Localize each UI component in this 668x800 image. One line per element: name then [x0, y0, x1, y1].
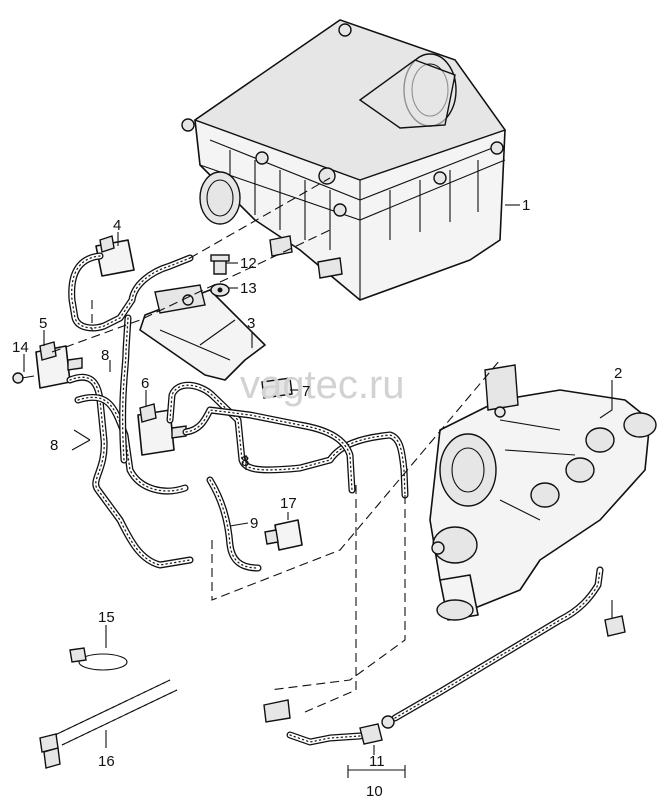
- callout-4[interactable]: 4: [113, 217, 121, 234]
- valve-4[interactable]: [95, 235, 135, 277]
- bracket[interactable]: [139, 284, 266, 381]
- callout-15[interactable]: 15: [98, 609, 115, 626]
- callout-2[interactable]: 2: [614, 365, 622, 382]
- callout-13[interactable]: 13: [240, 280, 257, 297]
- callout-8-upper[interactable]: 8: [101, 347, 109, 364]
- callout-10[interactable]: 10: [366, 783, 383, 800]
- callout-labels: 1 2 3 4 5 6 7 8 8 8 9 10 11 12 13 14 15 …: [12, 197, 622, 800]
- connector-7[interactable]: [261, 377, 293, 399]
- callout-7[interactable]: 7: [302, 383, 310, 400]
- callout-1[interactable]: 1: [522, 197, 530, 214]
- callout-11[interactable]: 11: [369, 753, 385, 770]
- callout-3[interactable]: 3: [247, 315, 255, 332]
- callout-16[interactable]: 16: [98, 753, 115, 770]
- cable-tie-15[interactable]: [69, 647, 128, 671]
- washer-13[interactable]: [210, 283, 230, 297]
- hose-end-right[interactable]: [604, 600, 626, 637]
- callout-14[interactable]: 14: [12, 339, 29, 356]
- hose-fitting-11[interactable]: [359, 715, 395, 745]
- valve-6[interactable]: [137, 403, 187, 456]
- callout-8-left[interactable]: 8: [50, 437, 58, 454]
- callout-8-right[interactable]: 8: [241, 453, 249, 470]
- hose-end-left[interactable]: [263, 699, 291, 723]
- vacuum-hoses[interactable]: [66, 252, 604, 746]
- air-filter-housing[interactable]: [181, 19, 507, 301]
- watermark-text: vagtec.ru: [240, 363, 405, 407]
- screw-14[interactable]: [12, 372, 35, 384]
- turbocharger-manifold[interactable]: [429, 364, 657, 621]
- leader-lines: [23, 204, 613, 778]
- callout-5[interactable]: 5: [39, 315, 47, 332]
- callout-17[interactable]: 17: [280, 495, 297, 512]
- callout-9[interactable]: 9: [250, 515, 258, 532]
- routing-lines: [51, 177, 501, 713]
- sensor-17[interactable]: [264, 519, 303, 551]
- cable-tie-16[interactable]: [39, 679, 178, 769]
- bolt-12[interactable]: [210, 254, 230, 275]
- callout-12[interactable]: 12: [240, 255, 257, 272]
- callout-6[interactable]: 6: [141, 375, 149, 392]
